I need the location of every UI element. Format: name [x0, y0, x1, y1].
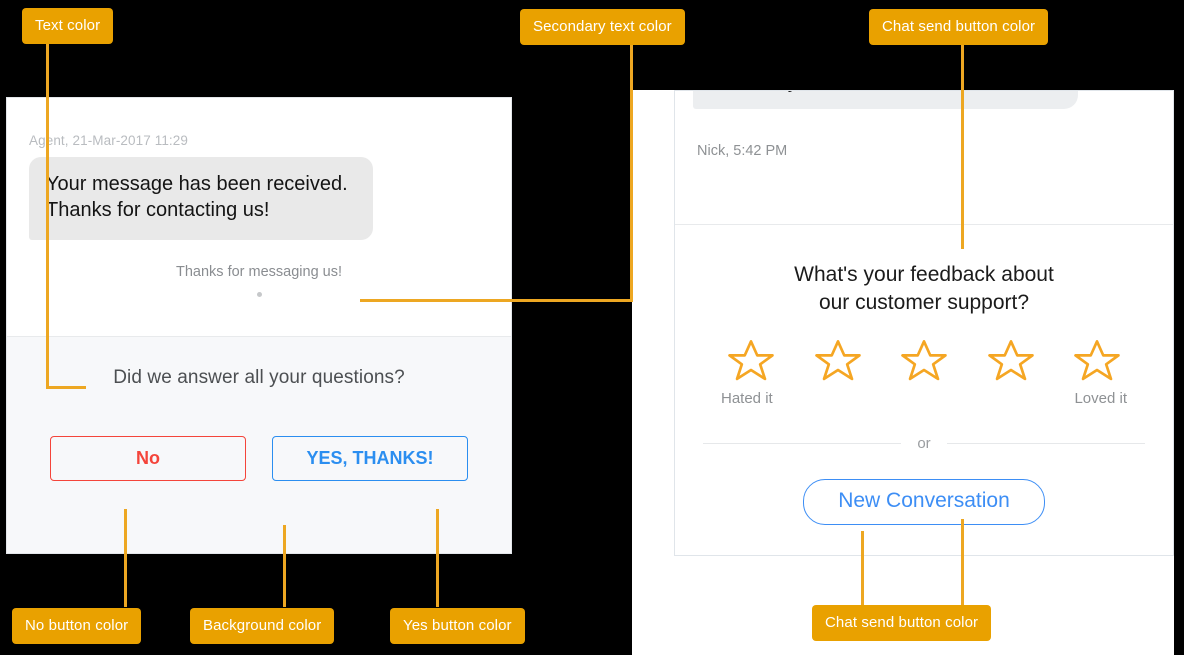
connector-secondary-text-horizontal — [360, 299, 633, 302]
star-low-label: Hated it — [721, 389, 773, 407]
annotation-yes-button-color: Yes button color — [390, 608, 525, 644]
yes-thanks-button[interactable]: YES, THANKS! — [272, 436, 468, 481]
agent-message-bubble: Your message has been received. Thanks f… — [29, 157, 373, 240]
no-button[interactable]: No — [50, 436, 246, 481]
csat-button-row: No YES, THANKS! — [7, 436, 511, 481]
left-conversation-area: Agent, 21-Mar-2017 11:29 Your message ha… — [7, 98, 511, 336]
new-conversation-button[interactable]: New Conversation — [803, 478, 1045, 525]
star-icon-2[interactable] — [812, 336, 864, 386]
annotation-chat-send-button-color-top: Chat send button color — [869, 9, 1049, 45]
backdrop-right — [1174, 0, 1184, 655]
right-conversation-area: reaches your address. Nick, 5:42 PM — [675, 91, 1173, 224]
annotation-chat-send-button-color-bottom: Chat send button color — [812, 605, 992, 641]
right-divider — [675, 224, 1173, 225]
connector-chat-send-bottom-left — [861, 531, 864, 607]
message-meta: Nick, 5:42 PM — [697, 143, 788, 159]
star-icon-5[interactable] — [1071, 336, 1123, 386]
star-icon-1[interactable] — [725, 336, 777, 386]
feedback-title-line-1: What's your feedback about — [794, 263, 1054, 286]
new-conversation-row: New Conversation — [703, 478, 1145, 525]
star-scale-labels: Hated it Loved it — [703, 386, 1145, 407]
connector-text-color-vertical — [46, 41, 49, 388]
left-divider — [7, 336, 511, 337]
connector-background-color — [283, 525, 286, 607]
connector-yes-button — [436, 509, 439, 607]
feedback-title: What's your feedback about our customer … — [703, 225, 1145, 318]
feedback-title-line-2: our customer support? — [818, 291, 1030, 315]
or-label: or — [917, 434, 931, 452]
customer-message-bubble: reaches your address. — [693, 91, 1078, 109]
annotation-no-button-color: No button color — [12, 608, 142, 644]
annotation-secondary-text-color: Secondary text color — [520, 9, 685, 45]
system-note: Thanks for messaging us! — [175, 263, 343, 280]
annotation-background-color: Background color — [190, 608, 335, 644]
or-line-left — [703, 442, 902, 444]
connector-no-button — [124, 509, 127, 607]
connector-chat-send-bottom-right — [961, 519, 964, 607]
right-chat-widget: reaches your address. Nick, 5:42 PM What… — [674, 90, 1174, 556]
star-high-label: Loved it — [1074, 389, 1127, 407]
feedback-panel: What's your feedback about our customer … — [675, 225, 1173, 525]
annotation-text-color: Text color — [22, 8, 114, 44]
typing-dot-indicator — [256, 291, 262, 297]
left-footer-prompt: Did we answer all your questions? No YES… — [7, 337, 511, 553]
message-meta: Agent, 21-Mar-2017 11:29 — [29, 133, 189, 148]
connector-text-color-elbow — [46, 386, 86, 389]
star-icon-4[interactable] — [985, 336, 1037, 386]
connector-chat-send-top — [961, 41, 964, 249]
star-icon-3[interactable] — [898, 336, 950, 386]
star-rating[interactable] — [703, 318, 1145, 386]
or-line-right — [946, 442, 1145, 444]
or-separator: or — [703, 435, 1145, 452]
connector-secondary-text-vertical — [630, 41, 633, 301]
left-chat-widget: Agent, 21-Mar-2017 11:29 Your message ha… — [6, 97, 512, 554]
csat-question: Did we answer all your questions? — [113, 367, 405, 388]
